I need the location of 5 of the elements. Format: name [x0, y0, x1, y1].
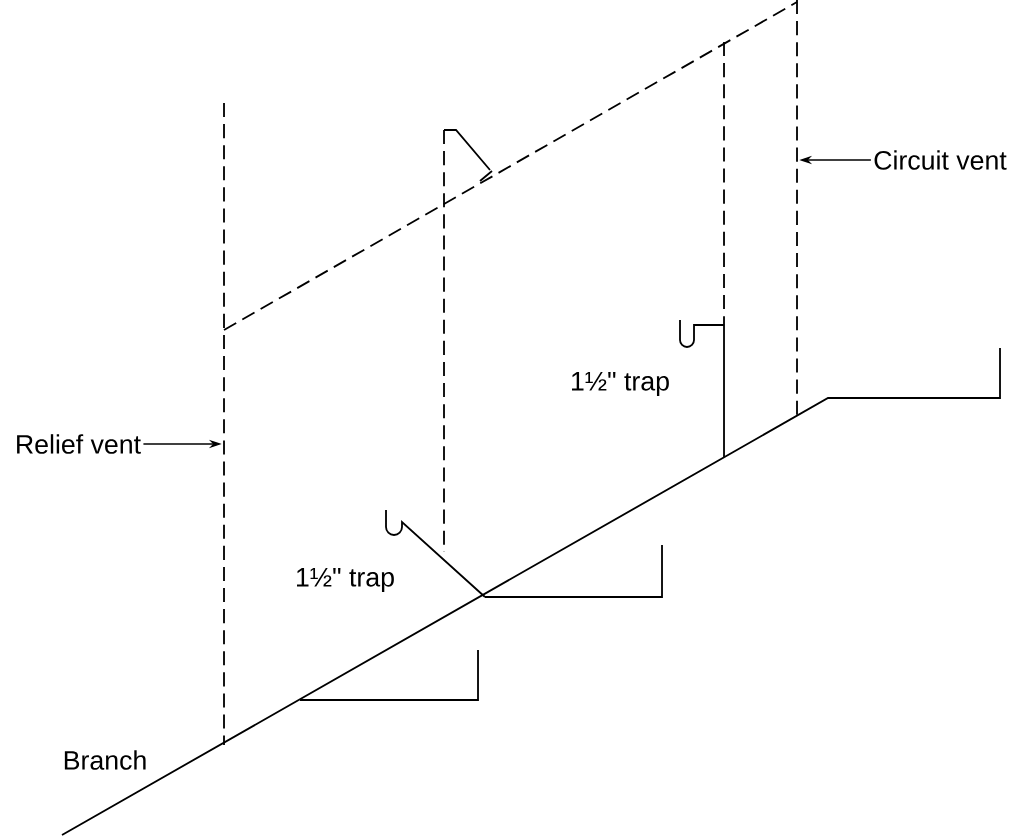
label-text: Branch	[64, 750, 146, 770]
callout-text: Relief vent	[17, 434, 141, 454]
callout-text: Circuit vent	[874, 150, 1007, 170]
label-text: 1½" trap	[572, 372, 669, 396]
label-text: 1½" trap	[297, 568, 394, 592]
